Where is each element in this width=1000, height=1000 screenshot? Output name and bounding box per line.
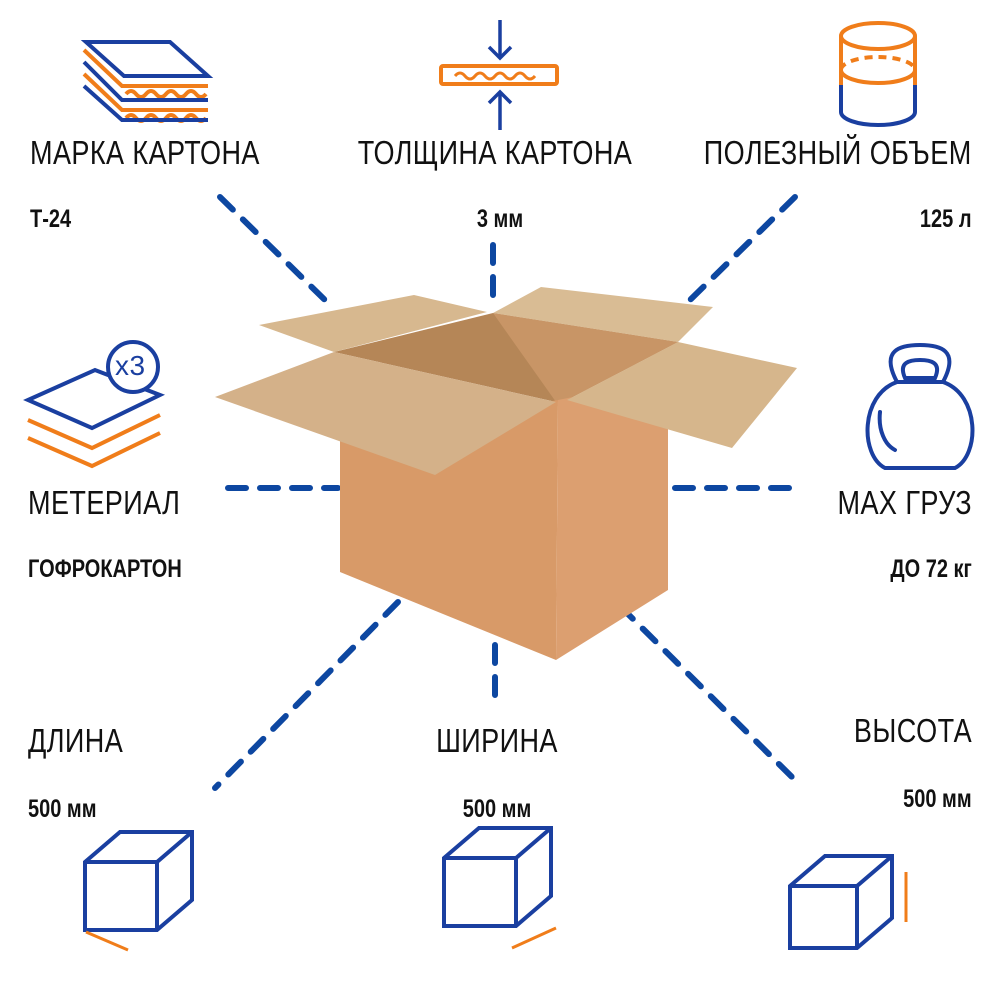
connector-height	[617, 603, 803, 788]
material-value: ГОФРОКАРТОН	[28, 555, 182, 583]
material-label: МЕТЕРИАЛ	[28, 484, 181, 521]
corrugated-layers-icon	[80, 40, 214, 123]
volume-value: 125 л	[920, 205, 972, 233]
grade-value: Т-24	[30, 205, 72, 233]
sheets-x3-icon	[23, 340, 166, 469]
connector-lines	[212, 194, 803, 791]
width-value: 500 мм	[462, 795, 532, 823]
badge-x3: x3	[115, 350, 146, 381]
connector-grade	[217, 194, 333, 308]
load-label: MAX ГРУЗ	[837, 484, 972, 521]
load-value: ДО 72 кг	[890, 555, 972, 583]
height-label: ВЫСОТА	[853, 712, 972, 749]
connector-volume	[687, 194, 798, 303]
length-label: ДЛИНА	[28, 722, 124, 759]
thickness-label: ТОЛЩИНА КАРТОНА	[357, 134, 633, 171]
cube-height-icon	[788, 854, 908, 950]
length-value: 500 мм	[28, 795, 97, 823]
grade-label: МАРКА КАРТОНА	[30, 134, 260, 171]
cube-width-icon	[442, 826, 557, 950]
cube-length-icon	[83, 830, 194, 952]
kettlebell-icon	[865, 342, 975, 470]
connector-length	[212, 599, 401, 791]
thickness-value: 3 мм	[476, 205, 524, 233]
cardboard-box-image	[215, 287, 797, 660]
width-label: ШИРИНА	[436, 722, 558, 759]
volume-label: ПОЛЕЗНЫЙ ОБЪЕМ	[704, 134, 972, 171]
height-value: 500 мм	[903, 785, 972, 813]
cylinder-volume-icon	[839, 21, 917, 127]
thickness-arrows-icon	[439, 20, 559, 130]
